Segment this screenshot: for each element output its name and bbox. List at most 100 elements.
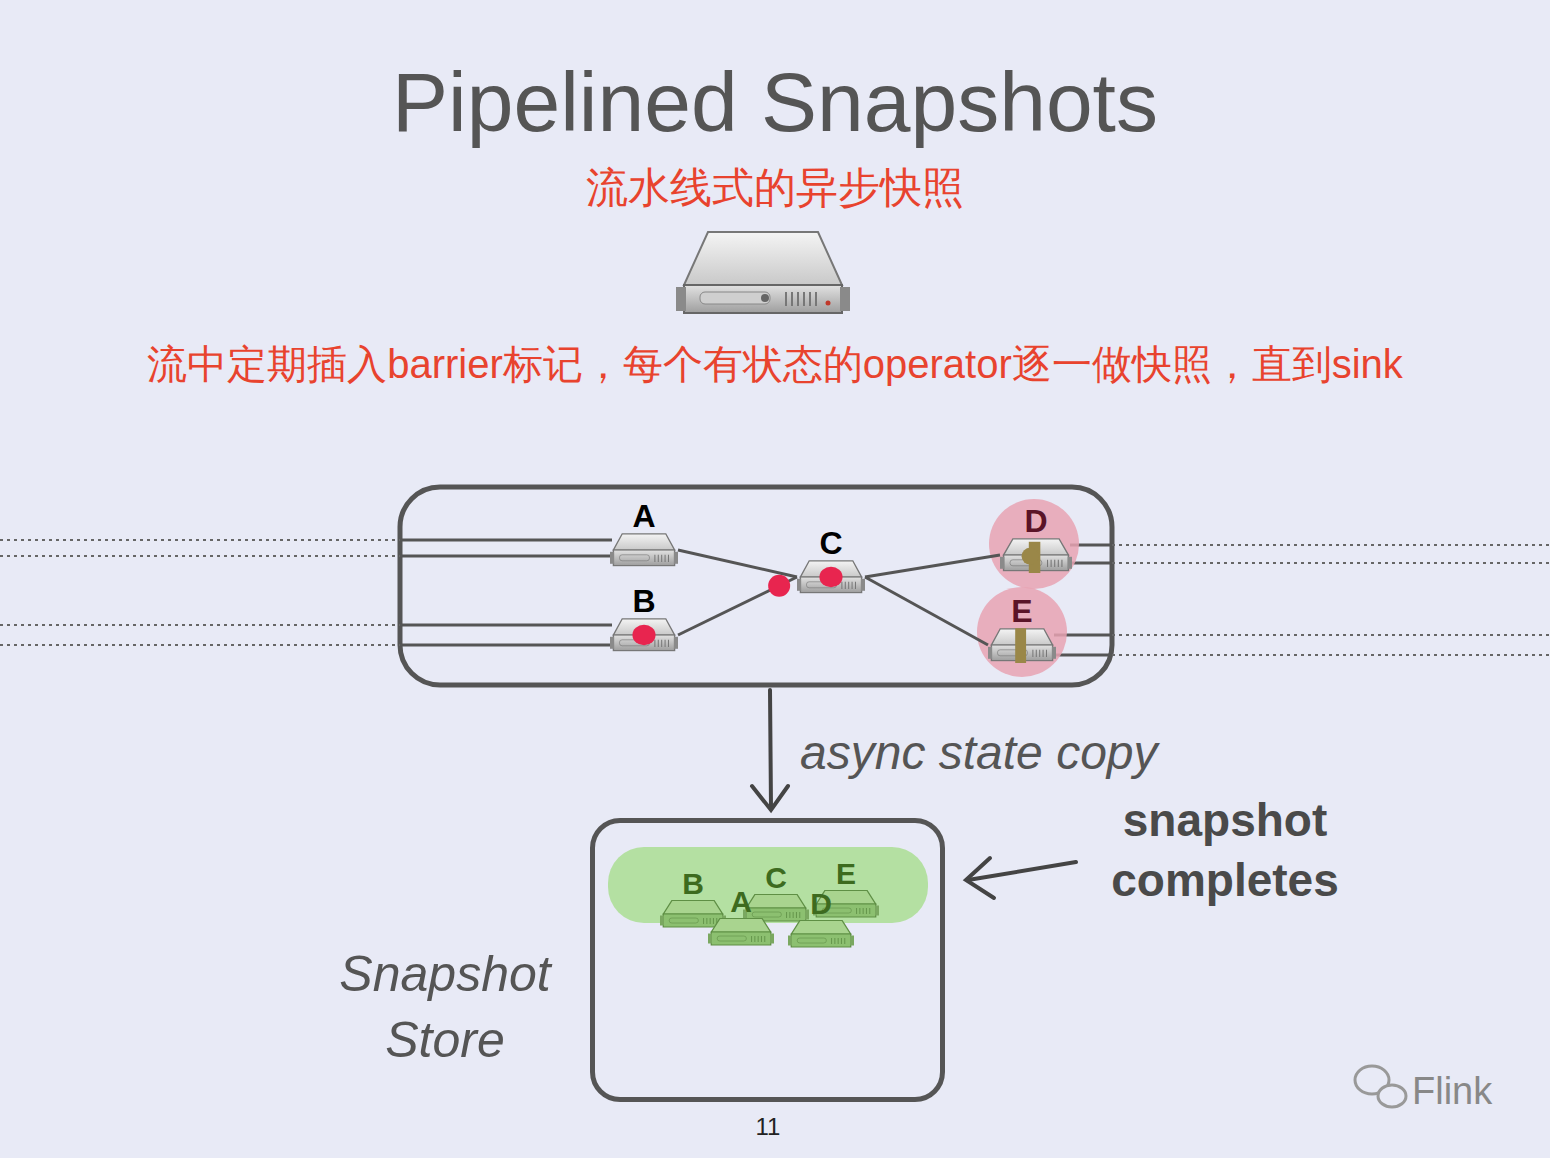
server-vent: [863, 908, 864, 914]
server-ear: [674, 637, 678, 649]
server-ear: [861, 579, 865, 591]
server-vent: [859, 908, 860, 914]
subtitle: 流水线式的异步快照: [0, 162, 1550, 214]
server-icon: [610, 617, 678, 653]
server-vent: [834, 938, 835, 944]
node-letter: D: [1024, 505, 1047, 537]
snapshot-highlight: [977, 587, 1067, 677]
server-vent: [661, 640, 662, 647]
server-icon: [708, 917, 774, 947]
server-ear: [674, 552, 678, 564]
server-vent: [713, 918, 714, 924]
snapshot-store: Snapshot StoreBCEAD: [590, 818, 945, 1102]
snapshot-highlight: [989, 499, 1079, 589]
server-vent: [706, 918, 707, 924]
server-icon: [988, 627, 1056, 663]
barrier-marker: [768, 575, 790, 597]
server-ear: [610, 552, 614, 564]
stream-connector: [865, 555, 1000, 577]
node-letter: C: [765, 863, 787, 893]
server-vent: [1047, 560, 1048, 567]
server-front: [613, 550, 674, 566]
state-snapshot: C: [743, 863, 809, 923]
operator-node: B: [610, 585, 678, 653]
server-vent: [1058, 560, 1059, 567]
server-vent: [841, 938, 842, 944]
store-label: Snapshot Store: [310, 941, 580, 1073]
page-number: 11: [740, 1112, 796, 1142]
node-letter: E: [836, 859, 856, 889]
server-vent: [1039, 650, 1040, 657]
stream-connector: [678, 550, 797, 577]
server-top: [791, 921, 850, 935]
server-top: [746, 895, 805, 909]
server-ear: [610, 637, 614, 649]
server-ear: [840, 287, 850, 311]
server-vent: [841, 582, 842, 589]
server-vent: [1054, 560, 1055, 567]
server-vent: [1046, 650, 1047, 657]
barrier-marker: [632, 625, 655, 645]
server-ear: [660, 916, 664, 926]
server-ear: [1068, 557, 1072, 569]
server-led: [826, 301, 831, 306]
server-vent: [764, 936, 765, 942]
server-vent: [869, 908, 870, 914]
server-ear: [875, 906, 879, 916]
server-vent: [761, 936, 762, 942]
node-letter: B: [632, 585, 655, 617]
server-front: [684, 285, 842, 313]
server-top: [711, 919, 770, 933]
node-letter: C: [819, 527, 842, 559]
server-bay: [620, 555, 650, 561]
server-vent: [1061, 560, 1062, 567]
state-snapshot: D: [788, 889, 854, 949]
server-vent: [866, 908, 867, 914]
server-icon: [676, 232, 850, 313]
operator-node: C: [797, 527, 865, 595]
server-vent: [855, 582, 856, 589]
server-bay: [669, 918, 698, 923]
server-vent: [838, 938, 839, 944]
server-front: [711, 932, 770, 945]
state-snapshot: A: [708, 887, 774, 947]
snapshot-band: B C E A D: [608, 847, 928, 923]
server-vent: [661, 555, 662, 562]
server-top: [684, 232, 842, 285]
server-vent: [1036, 650, 1037, 657]
node-letter: A: [632, 500, 655, 532]
server-vent: [796, 912, 797, 918]
barrier-marker: [1022, 548, 1039, 565]
server-vent: [856, 908, 857, 914]
completes-arrow: [966, 858, 1076, 898]
server-vent: [799, 912, 800, 918]
slide-title: Pipelined Snapshots: [0, 52, 1550, 152]
server-led: [761, 294, 769, 302]
arrow-label: async state copy: [800, 724, 1240, 782]
server-vent: [665, 640, 666, 647]
description: 流中定期插入barrier标记，每个有状态的operator逐一做快照，直到si…: [0, 338, 1550, 390]
server-vent: [758, 936, 759, 942]
barrier-marker: [819, 567, 842, 587]
server-ear: [1000, 557, 1004, 569]
server-vent: [710, 918, 711, 924]
node-letter: D: [810, 889, 832, 919]
server-bay: [717, 936, 746, 941]
server-vent: [654, 640, 655, 647]
server-ear: [770, 934, 774, 944]
node-letter: A: [730, 887, 752, 917]
server-vent: [793, 912, 794, 918]
server-icon: [788, 919, 854, 949]
server-vent: [845, 582, 846, 589]
server-ear: [1052, 647, 1056, 659]
server-icon: [1000, 537, 1072, 573]
server-bay: [797, 938, 826, 943]
server-ear: [988, 647, 992, 659]
watermark: Flink: [1412, 1068, 1522, 1114]
server-vent: [668, 555, 669, 562]
stream-connector: [865, 577, 988, 645]
server-bay: [700, 292, 770, 304]
server-ear: [805, 910, 809, 920]
node-letter: B: [682, 869, 704, 899]
server-vent: [848, 582, 849, 589]
